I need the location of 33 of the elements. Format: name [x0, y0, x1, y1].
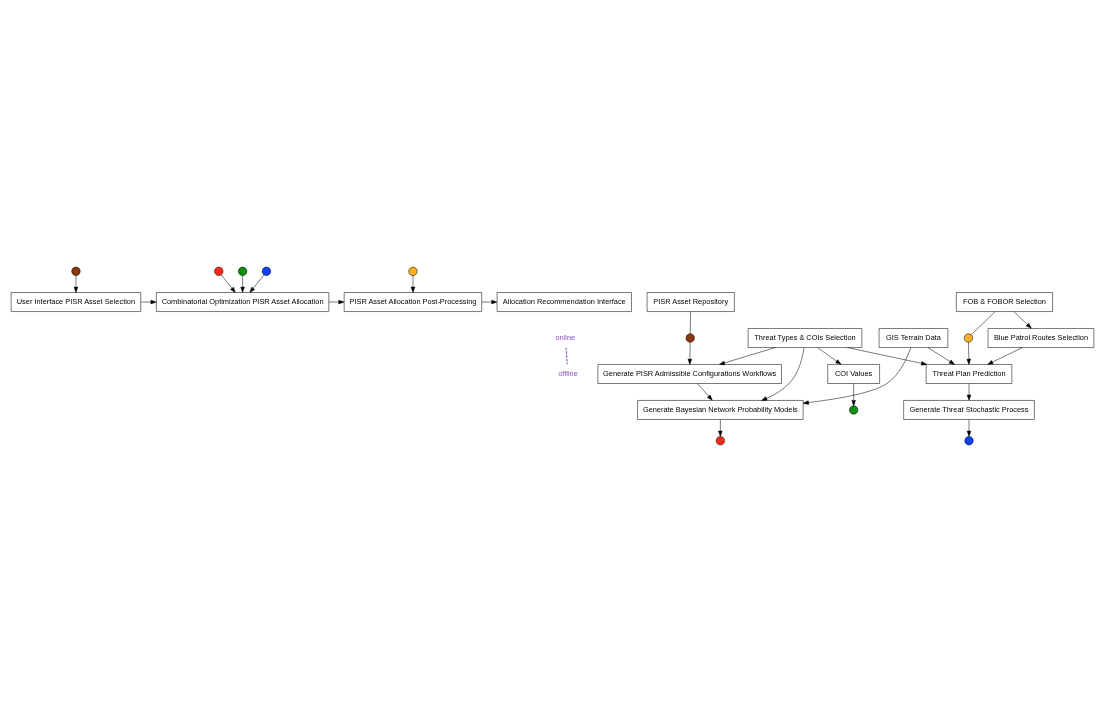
arrow — [221, 274, 236, 293]
arrow — [240, 275, 245, 293]
arrow — [802, 346, 911, 405]
arrow — [718, 418, 723, 437]
arrow — [847, 346, 927, 365]
arrow — [73, 275, 79, 293]
node-circle — [408, 266, 418, 276]
arrow — [328, 299, 345, 304]
node-circle — [214, 266, 224, 276]
arrow — [687, 341, 692, 365]
arrow — [817, 346, 842, 365]
arrow — [927, 346, 955, 365]
arrow — [761, 346, 805, 401]
arrow — [987, 346, 1023, 365]
arrow — [966, 341, 971, 365]
node-circle — [964, 435, 974, 445]
arrow — [249, 274, 265, 293]
arrow — [481, 299, 498, 304]
arrow — [966, 418, 972, 437]
node-circle — [261, 266, 271, 276]
node-circle — [238, 266, 248, 276]
arrow — [1013, 310, 1032, 328]
node-circle — [964, 333, 973, 342]
node-circle — [685, 333, 695, 342]
arrow — [719, 346, 776, 365]
arrow — [410, 275, 416, 293]
arrow — [966, 382, 972, 400]
arrow — [140, 299, 157, 304]
node-circle — [849, 404, 859, 414]
arrow — [697, 382, 713, 400]
node-circle — [71, 266, 81, 276]
arrow — [851, 382, 856, 406]
node-circle — [715, 435, 725, 445]
